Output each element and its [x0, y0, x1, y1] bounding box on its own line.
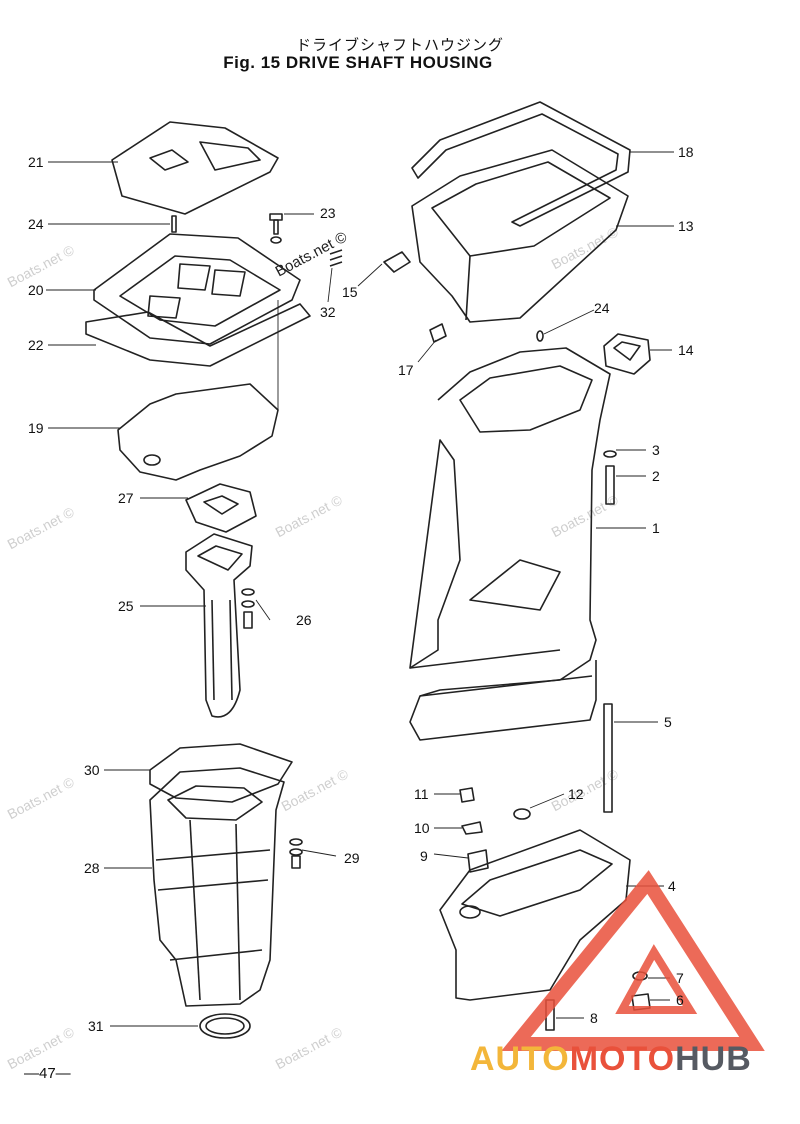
- part-30-gasket: [149, 743, 293, 803]
- part-25-exhaust-tube: [185, 533, 253, 718]
- callout-25: 25: [118, 598, 134, 614]
- logo-text-part2: MOTO: [569, 1040, 676, 1078]
- callout-10: 10: [414, 820, 430, 836]
- logo-triangle: [501, 870, 765, 1051]
- part-21-gasket: [111, 121, 279, 215]
- callout-3: 3: [652, 442, 660, 458]
- leader-lines: [46, 151, 674, 1027]
- part-19-gasket: [117, 383, 279, 481]
- callout-9: 9: [420, 848, 428, 864]
- logo-text-part3: HUB: [675, 1040, 752, 1078]
- part-24-pin: [536, 330, 544, 342]
- callout-24-right: 24: [594, 300, 610, 316]
- part-2-bolt: [605, 465, 615, 505]
- part-26-washer: [241, 600, 255, 608]
- part-24-pin: [171, 215, 177, 233]
- part-32-spring: [329, 249, 343, 267]
- callout-23: 23: [320, 205, 336, 221]
- figure-title-japanese: ドライブシャフトハウジング: [295, 36, 504, 54]
- part-13-apron: [411, 149, 629, 323]
- part-10-clip: [461, 821, 483, 835]
- callout-1: 1: [652, 520, 660, 536]
- part-12-collar: [513, 808, 531, 820]
- page-number: —47—: [24, 1065, 71, 1082]
- callout-32: 32: [320, 304, 336, 320]
- part-27-gasket: [185, 483, 257, 533]
- callout-30: 30: [84, 762, 100, 778]
- part-5-stud: [603, 703, 613, 813]
- callout-18: 18: [678, 144, 694, 160]
- part-15-bolt: [383, 251, 411, 273]
- part-20-upper-housing: [93, 233, 301, 345]
- callout-31: 31: [88, 1018, 104, 1034]
- callout-14: 14: [678, 342, 694, 358]
- callout-26: 26: [296, 612, 312, 628]
- callout-22: 22: [28, 337, 44, 353]
- part-29-washer: [289, 848, 303, 856]
- callout-20: 20: [28, 282, 44, 298]
- callout-7: 7: [676, 970, 684, 986]
- callout-21: 21: [28, 154, 44, 170]
- part-22-seal: [85, 303, 311, 367]
- callout-19: 19: [28, 420, 44, 436]
- callout-13: 13: [678, 218, 694, 234]
- callout-28: 28: [84, 860, 100, 876]
- figure-title: Fig. 15 DRIVE SHAFT HOUSING: [223, 53, 493, 72]
- part-29-bolt: [291, 855, 301, 869]
- callout-27: 27: [118, 490, 134, 506]
- callout-4: 4: [668, 878, 676, 894]
- callout-17: 17: [398, 362, 414, 378]
- part-29-washer: [289, 838, 303, 846]
- callout-12: 12: [568, 786, 584, 802]
- part-28-exhaust-box: [149, 767, 285, 1007]
- part-1-drive-shaft-housing: [409, 347, 611, 741]
- logo-text-part1: AUTO: [470, 1040, 570, 1078]
- callout-24: 24: [28, 216, 44, 232]
- part-26-bolt: [243, 611, 253, 629]
- callout-5: 5: [664, 714, 672, 730]
- part-26-washer: [241, 588, 255, 596]
- part-23-bolt: [269, 213, 283, 244]
- callout-15: 15: [342, 284, 358, 300]
- callout-6: 6: [676, 992, 684, 1008]
- part-18-seal: [411, 101, 631, 227]
- part-14-mount: [603, 333, 651, 375]
- site-logo: AUTOMOTOHUB: [470, 1040, 752, 1079]
- part-11-bolt: [459, 787, 475, 803]
- part-3-washer: [603, 450, 617, 458]
- callout-11: 11: [414, 786, 429, 802]
- callout-29: 29: [344, 850, 360, 866]
- callout-2: 2: [652, 468, 660, 484]
- part-4-lower-case: [439, 829, 631, 1001]
- part-31-seal-ring: [199, 1013, 251, 1039]
- callout-8: 8: [590, 1010, 598, 1026]
- part-17-nut: [429, 323, 447, 343]
- part-9-grommet: [467, 849, 489, 873]
